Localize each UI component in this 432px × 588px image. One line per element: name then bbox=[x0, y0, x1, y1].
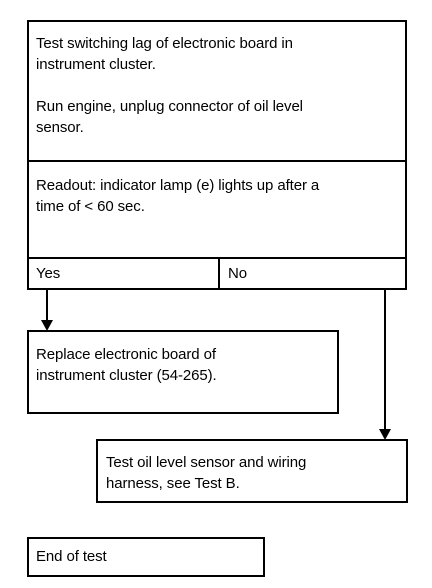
end-box bbox=[27, 537, 265, 577]
no-label: No bbox=[228, 265, 247, 282]
readout-divider bbox=[27, 160, 407, 162]
no-action-line-2: harness, see Test B. bbox=[106, 475, 240, 492]
no-action-text: Test oil level sensor and wiring harness… bbox=[106, 452, 402, 494]
test-step-box bbox=[27, 20, 407, 290]
end-text: End of test bbox=[36, 548, 107, 565]
yes-action-line-2: instrument cluster (54-265). bbox=[36, 367, 217, 384]
instruction-line-4: sensor. bbox=[36, 119, 84, 136]
yes-action-box bbox=[27, 330, 339, 414]
readout-text: Readout: indicator lamp (e) lights up af… bbox=[36, 175, 404, 217]
instruction-line-1: Test switching lag of electronic board i… bbox=[36, 35, 293, 52]
yes-arrow-head bbox=[41, 320, 53, 331]
instruction-line-2: instrument cluster. bbox=[36, 56, 156, 73]
result-divider bbox=[27, 257, 407, 259]
yes-action-line-1: Replace electronic board of bbox=[36, 346, 216, 363]
yes-no-divider bbox=[218, 257, 220, 290]
readout-line-2: time of < 60 sec. bbox=[36, 198, 145, 215]
instruction-text: Test switching lag of electronic board i… bbox=[36, 33, 401, 138]
no-arrow-head bbox=[379, 429, 391, 440]
no-action-box bbox=[96, 439, 408, 503]
no-action-line-1: Test oil level sensor and wiring bbox=[106, 454, 307, 471]
yes-action-text: Replace electronic board of instrument c… bbox=[36, 344, 331, 386]
readout-line-1: Readout: indicator lamp (e) lights up af… bbox=[36, 177, 320, 194]
yes-label: Yes bbox=[36, 265, 61, 282]
instruction-line-3: Run engine, unplug connector of oil leve… bbox=[36, 98, 303, 115]
